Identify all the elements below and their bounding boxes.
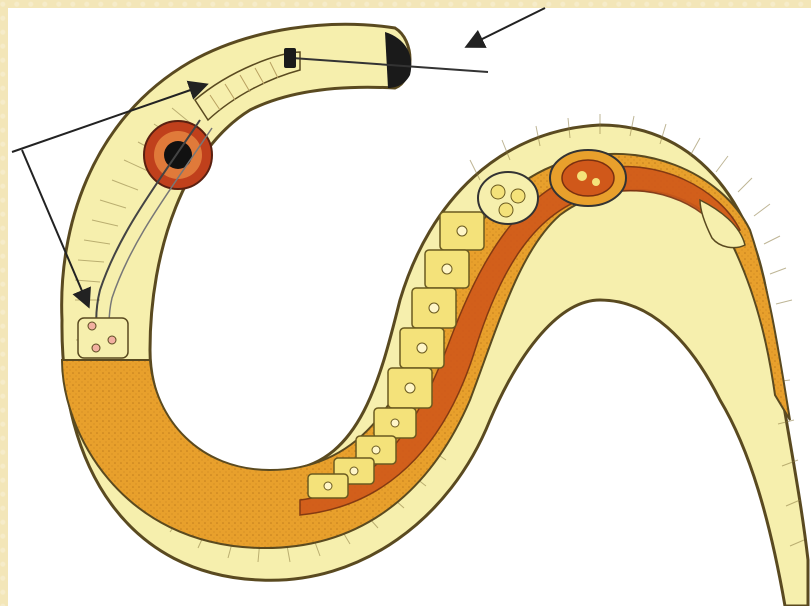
- egg-2: [550, 150, 626, 206]
- arrow-to-head: [468, 8, 545, 46]
- egg-1: [478, 172, 538, 224]
- stylet-knob: [284, 48, 296, 68]
- basal-bulb: [78, 318, 128, 358]
